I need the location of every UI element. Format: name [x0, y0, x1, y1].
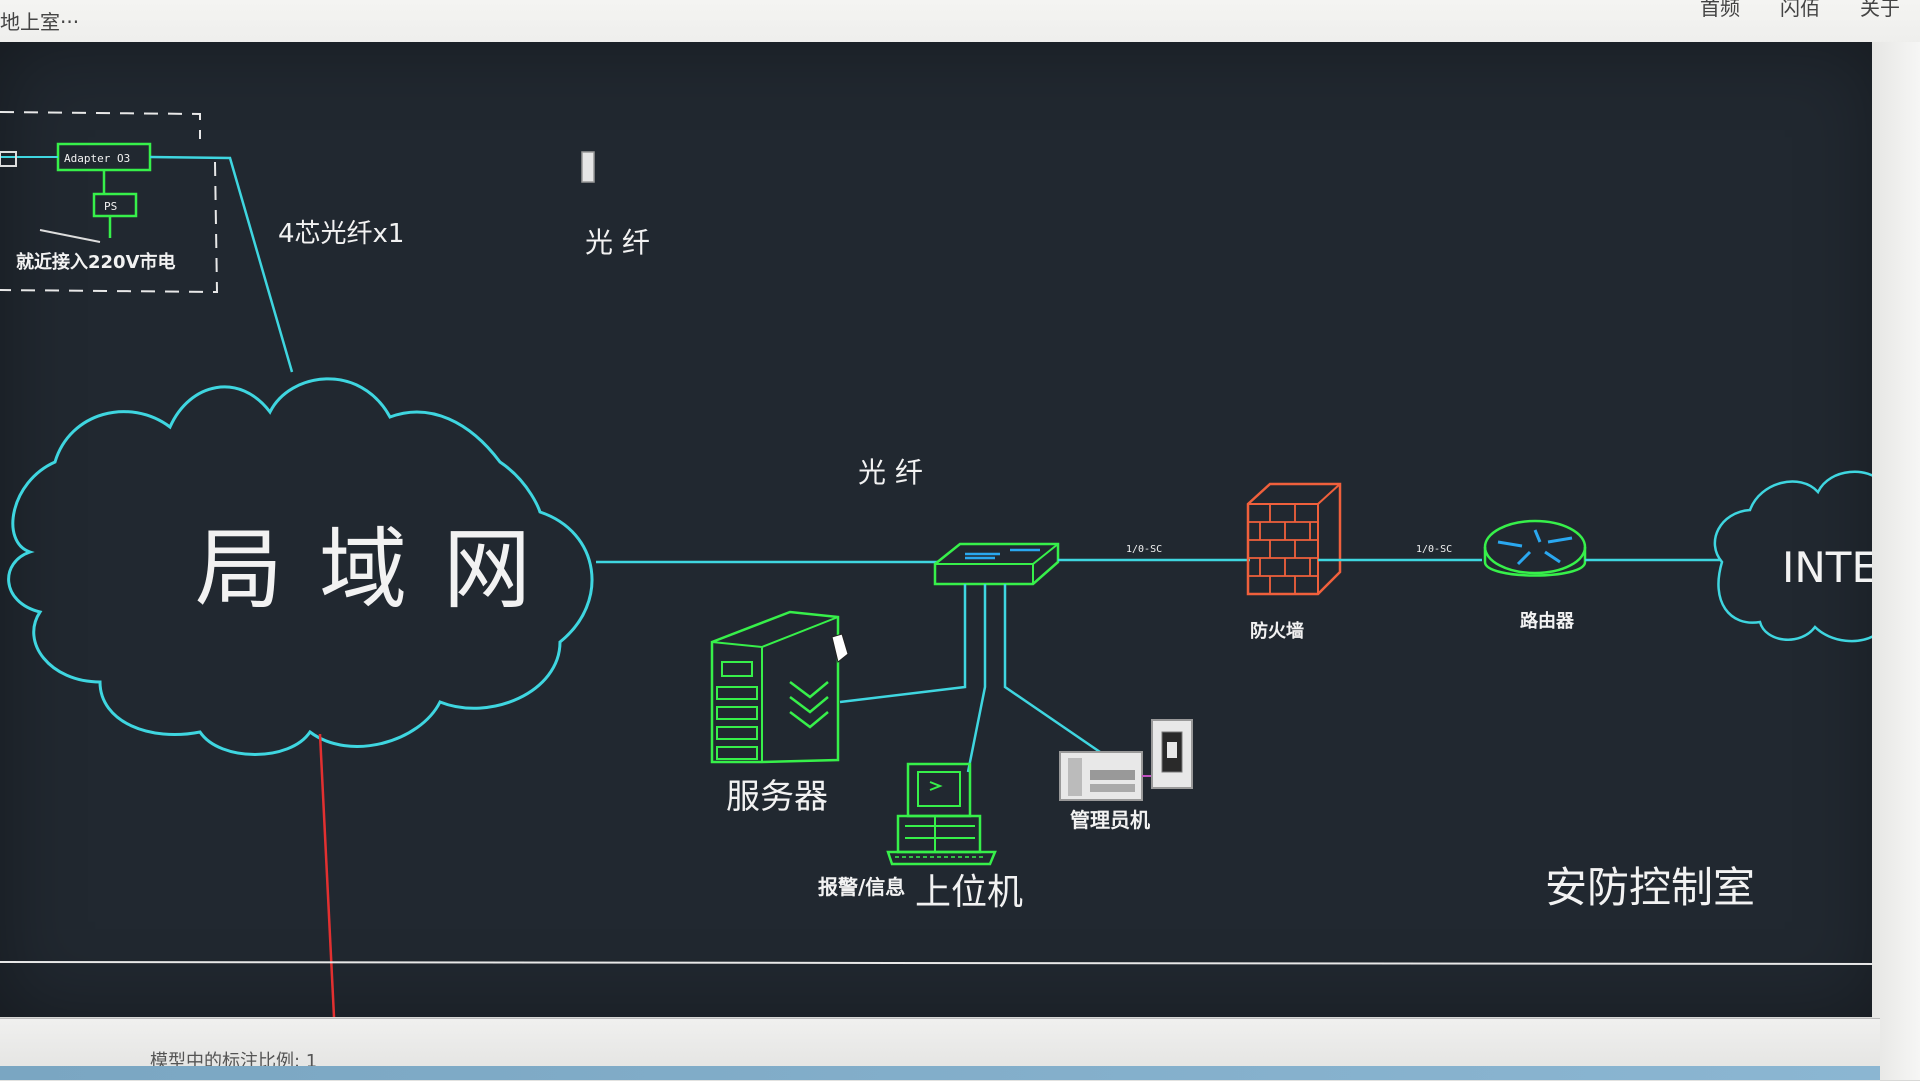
room-label: 安防控制室: [1545, 863, 1755, 912]
network-diagram: Adapter O3 PS 就近接入220V市电 4芯光纤x1 光 纤 局 域 …: [0, 111, 1880, 1017]
switch-host-link: [966, 584, 987, 773]
link-small-label-1: 1/0-SC: [1126, 544, 1162, 555]
internet-cloud: [1713, 470, 1880, 643]
fiber-top-label: 光 纤: [585, 226, 650, 259]
drawing-border-line: [0, 961, 1880, 965]
fiber-mid-label: 光 纤: [858, 456, 923, 489]
ps-box: [92, 192, 138, 218]
taskbar-strip: [0, 1066, 1880, 1080]
lan-cloud: [7, 377, 594, 756]
firewall-label: 防火墙: [1250, 620, 1304, 642]
alarm-label: 报警/信息: [818, 875, 905, 899]
fiber-link-lan: [149, 155, 294, 373]
fiber-4core-label: 4芯光纤x1: [278, 219, 404, 249]
red-link-line: [318, 733, 336, 1017]
admin-machine-icon: [1059, 719, 1193, 801]
firewall-icon: [1246, 482, 1342, 596]
server-label: 服务器: [726, 777, 828, 817]
host-label: 上位机: [915, 872, 1023, 913]
menu-item-3[interactable]: 关于: [1860, 0, 1900, 20]
router-icon: [1483, 519, 1587, 577]
host-computer-icon: [886, 762, 997, 866]
cad-drawing-canvas[interactable]: [0, 42, 1880, 1017]
server-icon: [710, 610, 840, 764]
router-label: 路由器: [1520, 610, 1575, 632]
adapter-box-label: Adapter O3: [64, 152, 130, 165]
switch-icon: [933, 542, 1060, 586]
menu-item-2[interactable]: 闪佰: [1780, 0, 1820, 20]
admin-label: 管理员机: [1070, 808, 1150, 832]
lan-cloud-label: 局 域 网: [195, 518, 535, 621]
link-small-label-2: 1/0-SC: [1416, 544, 1452, 555]
switch-admin-link: [1003, 584, 1101, 754]
fiber-terminal-icon: [581, 151, 595, 183]
switch-server-link: [839, 584, 967, 704]
internet-cloud-label: INTERNET: [1782, 543, 1880, 592]
hand-cursor-icon: [831, 633, 849, 663]
power-label: 就近接入220V市电: [16, 251, 176, 273]
menu-item-1[interactable]: 首频: [1700, 0, 1740, 20]
equipment-dashed-box: [0, 111, 219, 294]
device-icon-small: [0, 151, 17, 167]
ps-label: PS: [104, 200, 117, 213]
window-right-edge: [1872, 42, 1920, 1080]
file-tab-label[interactable]: 地上室···: [0, 10, 80, 34]
